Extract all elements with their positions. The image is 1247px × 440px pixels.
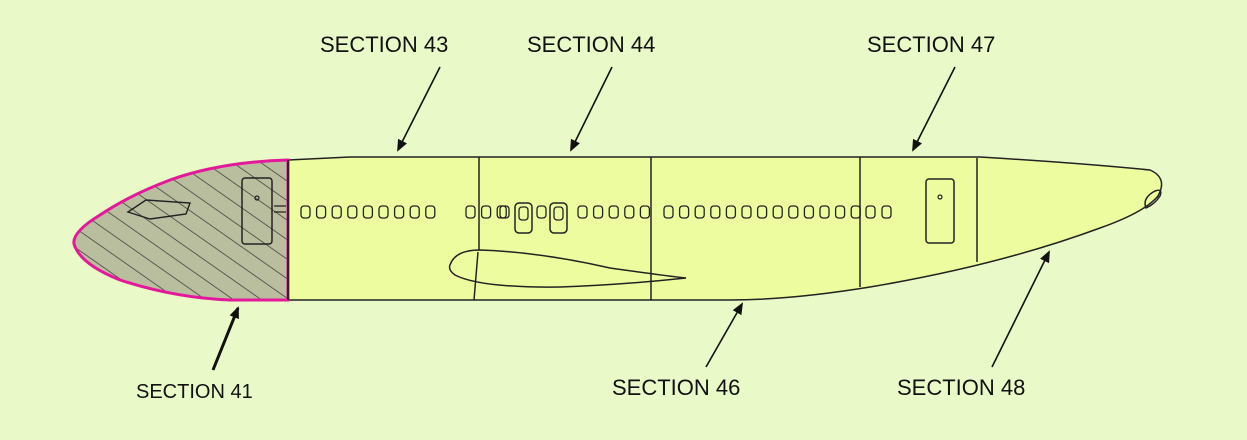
cabin-windows <box>300 205 892 219</box>
cabin-window <box>803 205 815 219</box>
cabin-window <box>362 205 374 219</box>
cabin-window <box>834 205 846 219</box>
arrow-section-41 <box>211 306 240 371</box>
label-section-47: SECTION 47 <box>867 32 995 57</box>
cabin-window <box>850 205 861 219</box>
cabin-window <box>881 205 892 219</box>
wing-fairing <box>448 249 687 288</box>
cabin-window <box>772 205 783 219</box>
cabin-window <box>710 205 721 219</box>
forward-door-hinge <box>274 205 286 213</box>
label-section-48: SECTION 48 <box>897 375 1025 400</box>
tail-cone <box>1144 189 1162 210</box>
cabin-window <box>536 205 547 219</box>
cabin-window <box>865 205 876 219</box>
joint-43-44 <box>473 157 480 301</box>
cabin-window <box>741 205 752 219</box>
cabin-window <box>788 205 799 219</box>
cabin-window <box>393 205 405 219</box>
cabin-window <box>409 205 420 219</box>
cabin-window <box>499 205 510 219</box>
cabin-window <box>608 205 619 219</box>
cockpit-window <box>126 199 191 220</box>
cabin-window <box>725 205 737 219</box>
cabin-window <box>315 205 327 219</box>
cabin-window <box>624 205 635 219</box>
cabin-window <box>678 205 690 219</box>
cabin-window <box>331 205 342 219</box>
label-section-41: SECTION 41 <box>136 381 253 403</box>
overwing-exit-left <box>514 202 533 234</box>
label-section-43: SECTION 43 <box>320 32 448 57</box>
overwing-exit-right <box>549 202 568 234</box>
cabin-window <box>577 205 588 219</box>
cabin-window <box>300 205 311 219</box>
cabin-window <box>378 205 389 219</box>
cabin-window <box>639 205 651 219</box>
forward-door <box>241 177 273 245</box>
cabin-window <box>480 205 492 219</box>
arrow-section-48 <box>991 250 1050 368</box>
arrow-section-43 <box>397 66 441 152</box>
cabin-window <box>465 205 476 219</box>
cabin-window <box>663 205 674 219</box>
overwing-exit-left-window <box>518 206 529 221</box>
arrow-section-44 <box>570 66 613 152</box>
arrow-section-47 <box>912 66 956 152</box>
cabin-window <box>347 205 358 219</box>
label-section-44: SECTION 44 <box>527 32 655 57</box>
label-section-46: SECTION 46 <box>612 375 740 400</box>
arrow-section-46 <box>705 302 743 368</box>
aft-door <box>925 178 955 244</box>
cabin-window <box>756 205 768 219</box>
cabin-window <box>819 205 830 219</box>
fuselage-body <box>287 156 1163 301</box>
cabin-window <box>425 205 436 219</box>
overwing-exit-right-window <box>553 206 564 221</box>
cabin-window <box>592 205 604 219</box>
cabin-window <box>694 205 705 219</box>
section-41-nose <box>72 158 290 302</box>
